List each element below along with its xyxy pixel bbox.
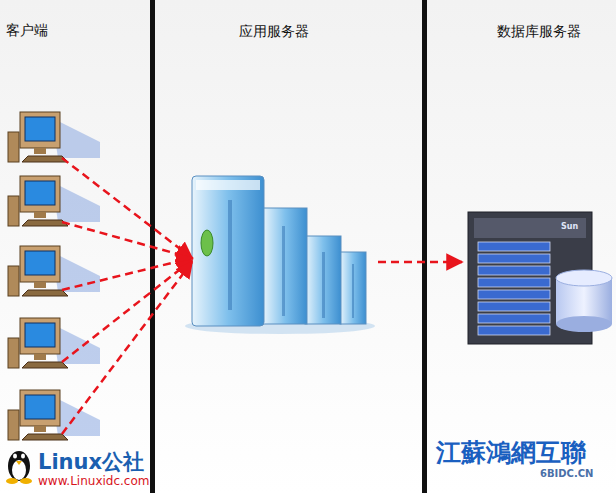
server-tower xyxy=(340,252,366,324)
rack-drawer xyxy=(478,314,550,323)
column-band: 应用服务器 xyxy=(155,0,422,493)
dashed-arrow xyxy=(62,158,192,258)
column-band: 客户端 xyxy=(0,0,150,493)
rack-drawer xyxy=(478,290,550,299)
column-heading: 数据库服务器 xyxy=(497,23,581,41)
app-servers xyxy=(185,176,375,334)
server-groove xyxy=(322,252,325,318)
server-groove xyxy=(282,226,285,316)
dashed-arrow xyxy=(378,261,462,264)
server-bezel xyxy=(196,180,260,190)
rack-top xyxy=(474,218,586,238)
rack-drawer xyxy=(478,278,550,287)
rack-drawer xyxy=(478,242,550,251)
server-groove xyxy=(352,264,354,318)
server-light xyxy=(201,230,213,256)
watermark: 6BIDC.CN xyxy=(540,468,593,479)
dashed-arrow xyxy=(62,222,192,258)
watermark: Linux公社 xyxy=(38,448,144,476)
dashed-arrow xyxy=(62,262,192,434)
disk-cylinder xyxy=(556,270,612,286)
column-heading: 客户端 xyxy=(6,22,48,40)
rack-drawer xyxy=(478,266,550,275)
column-band: 数据库服务器 xyxy=(427,0,616,493)
disk-cylinder xyxy=(556,316,612,332)
server-groove xyxy=(228,200,232,310)
client-computers xyxy=(8,112,100,440)
server-tower xyxy=(192,176,264,326)
client-computer xyxy=(8,112,100,162)
column-divider xyxy=(422,0,427,493)
rack-drawer xyxy=(478,254,550,263)
server-tower xyxy=(305,236,341,324)
brand-logo: Sun xyxy=(561,222,578,231)
rack-drawer xyxy=(478,326,550,335)
client-computer xyxy=(8,246,100,296)
database-server xyxy=(468,212,612,344)
client-computer xyxy=(8,390,100,440)
watermark: 江蘇鴻網互聯 xyxy=(436,436,586,469)
column-heading: 应用服务器 xyxy=(239,23,309,41)
penguin-logo xyxy=(6,451,32,484)
rack-drawer xyxy=(478,302,550,311)
watermark: www.Linuxidc.com xyxy=(38,474,149,488)
rack-drawers xyxy=(478,242,550,335)
server-tower xyxy=(263,208,307,324)
dashed-arrow xyxy=(62,258,192,290)
client-computer xyxy=(8,176,100,226)
